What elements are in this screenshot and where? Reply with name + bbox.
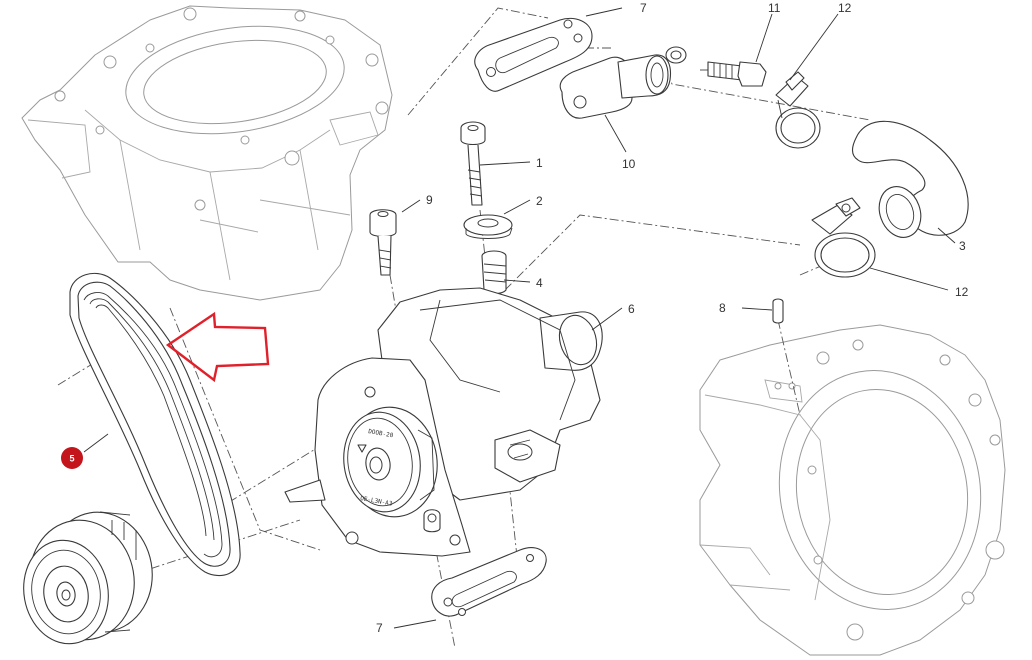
- cylinder-lower-right: [699, 324, 1006, 656]
- callout-12-right[interactable]: 12: [955, 285, 969, 299]
- gasket-top: [474, 17, 593, 92]
- coolant-hose: [851, 120, 969, 238]
- timing-belt: [69, 273, 241, 577]
- callout-5[interactable]: 5: [69, 454, 74, 464]
- hose-clamp-top: [775, 71, 821, 149]
- callout-5-badge[interactable]: 5: [61, 447, 83, 469]
- callout-12-top[interactable]: 12: [838, 1, 852, 15]
- pulley-marking-top: DOOB-20: [368, 428, 394, 439]
- outlet-union: [559, 46, 687, 119]
- callouts: 1 2 4 9 6 7 10 11 12 3 12 8 7: [376, 1, 969, 635]
- arrow-left-outline-icon: [165, 311, 270, 383]
- highlight-badge[interactable]: [61, 447, 83, 469]
- callout-8[interactable]: 8: [719, 301, 726, 315]
- callout-1[interactable]: 1: [536, 156, 543, 170]
- callout-2[interactable]: 2: [536, 194, 543, 208]
- callout-7-bottom[interactable]: 7: [376, 621, 383, 635]
- pump-pulley: DOOB-20 OE-L3N-A3: [343, 406, 438, 518]
- callout-6[interactable]: 6: [628, 302, 635, 316]
- callout-11[interactable]: 11: [768, 1, 781, 15]
- callout-3[interactable]: 3: [959, 239, 966, 253]
- washer-2: [463, 214, 513, 239]
- gasket-bottom: [431, 547, 547, 617]
- hose-clamp-bottom: [811, 197, 876, 278]
- callout-9[interactable]: 9: [426, 193, 433, 207]
- callout-4[interactable]: 4: [536, 276, 543, 290]
- tensioner-pulley: [23, 511, 153, 645]
- callout-10[interactable]: 10: [622, 157, 636, 171]
- cylinder-upper-left: [21, 5, 393, 301]
- dowel-8: [772, 298, 784, 324]
- stud-4: [481, 250, 507, 295]
- screw-9: [369, 209, 397, 276]
- bolt-1: [460, 121, 486, 206]
- leader-lines: [83, 7, 956, 629]
- bolt-11: [707, 61, 767, 87]
- callout-7-top[interactable]: 7: [640, 1, 647, 15]
